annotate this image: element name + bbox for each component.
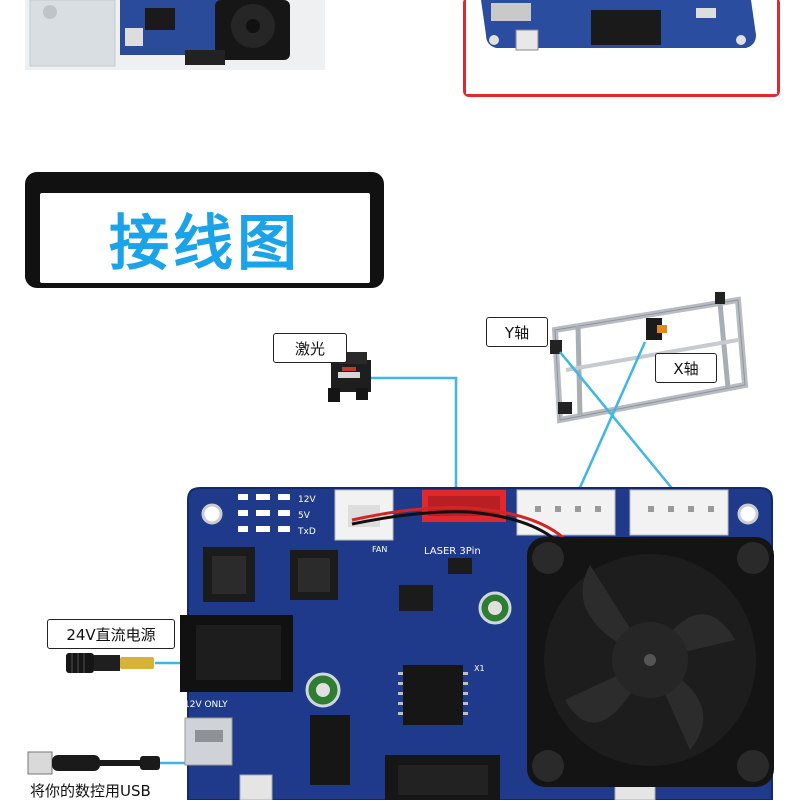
heading-banner-inner	[40, 193, 370, 283]
page-title: 接线图	[109, 208, 301, 279]
dc-power-plug-image	[66, 653, 154, 673]
usb-caption: 将你的数控用USB	[30, 782, 151, 800]
top-left-product-photo	[25, 0, 325, 70]
controller-board-closeup	[466, 0, 777, 94]
silk-12v: 12V	[298, 495, 316, 505]
silk-5v: 5V	[298, 511, 311, 521]
top-left-board-image	[25, 0, 325, 70]
silk-txd: TxD	[297, 527, 316, 537]
silk-12v-only: 12V ONLY	[184, 700, 228, 710]
x-axis-label: X轴	[655, 353, 717, 383]
highlighted-controller-photo	[463, 0, 780, 97]
cooling-fan-image	[527, 537, 774, 787]
wiring-diagram: LASER 3Pin 12V ONLY 12V 5V TxD FAN X1	[27, 292, 774, 800]
y-axis-label: Y轴	[486, 317, 548, 347]
controller-pcb: LASER 3Pin 12V ONLY 12V 5V TxD FAN X1	[180, 487, 774, 800]
usb-cable-image	[27, 751, 160, 775]
silk-laser: LASER 3Pin	[424, 546, 481, 557]
power-supply-label: 24V直流电源	[47, 619, 175, 649]
silk-fan: FAN	[372, 545, 387, 554]
laser-label: 激光	[273, 333, 347, 363]
cnc-frame-image	[550, 292, 749, 424]
silk-x1: X1	[474, 664, 485, 673]
